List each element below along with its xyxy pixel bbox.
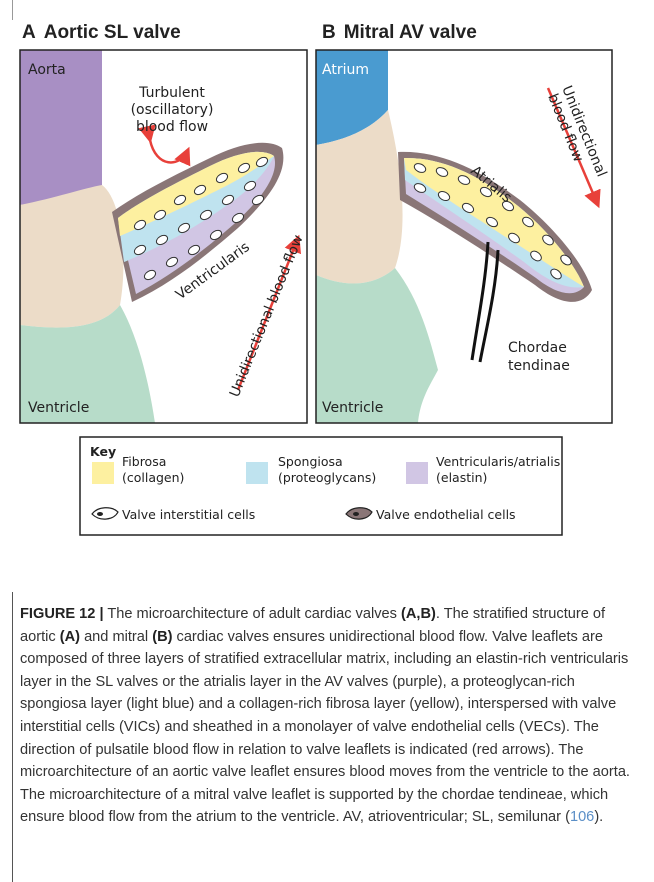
fibrosa-label-2: (collagen)	[122, 470, 184, 485]
vec-label: Valve endothelial cells	[376, 507, 516, 522]
ventricularis-label-2: (elastin)	[436, 470, 487, 485]
chordae-label-2: tendinae	[508, 358, 570, 374]
ventricularis-label-1: Ventricularis/atrialis	[436, 454, 560, 469]
caption-label: FIGURE 12 |	[20, 606, 104, 622]
spongiosa-label-1: Spongiosa	[278, 454, 343, 469]
turbulent-line1: Turbulent	[138, 85, 205, 101]
turbulent-line2: (oscillatory)	[131, 102, 214, 118]
figure-svg: Aorta Turbulent (oscillatory) blood flow…	[0, 0, 654, 560]
ventricle-label-a: Ventricle	[28, 400, 89, 416]
ventricle-label-b: Ventricle	[322, 400, 383, 416]
turbulent-line3: blood flow	[136, 119, 208, 135]
fibrosa-label-1: Fibrosa	[122, 454, 166, 469]
citation-link[interactable]: 106	[570, 809, 594, 825]
aortic-tissue	[20, 185, 123, 328]
spongiosa-swatch	[246, 462, 268, 484]
figure-caption: FIGURE 12 | The microarchitecture of adu…	[20, 603, 642, 829]
spongiosa-label-2: (proteoglycans)	[278, 470, 376, 485]
panel-b: Atrium Atrialis Unidirectional blood flo…	[316, 50, 612, 423]
key-title: Key	[90, 444, 116, 459]
chordae-label-1: Chordae	[508, 340, 567, 356]
panel-a: Aorta Turbulent (oscillatory) blood flow…	[20, 50, 307, 423]
caption-rule	[12, 592, 13, 882]
key-box: Key Fibrosa (collagen) Spongiosa (proteo…	[80, 437, 562, 535]
aorta-label: Aorta	[28, 62, 66, 78]
atrium-label: Atrium	[322, 62, 369, 78]
fibrosa-swatch	[92, 462, 114, 484]
ventricularis-swatch	[406, 462, 428, 484]
vic-label: Valve interstitial cells	[122, 507, 255, 522]
